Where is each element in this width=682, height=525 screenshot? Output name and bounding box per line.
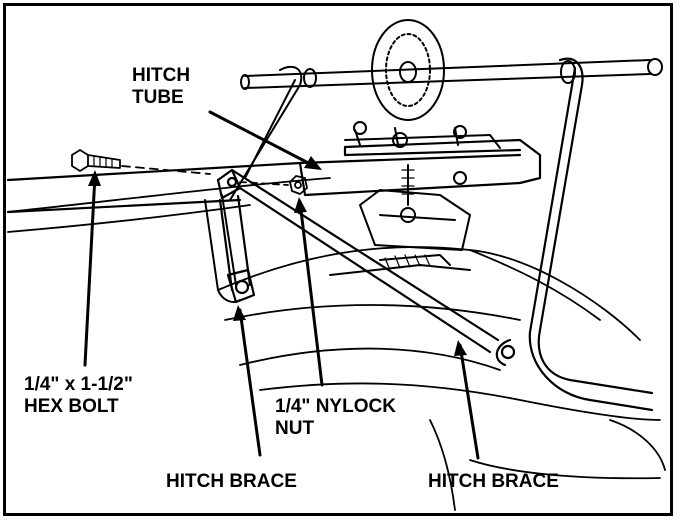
label-hitch-brace-left: HITCH BRACE xyxy=(166,471,297,492)
mower-body xyxy=(7,177,666,511)
label-hex-bolt-line2: HEX BOLT xyxy=(24,396,119,417)
hitch-bracket xyxy=(329,164,471,276)
hitch-brace-vertical xyxy=(218,194,256,304)
label-hitch-tube: HITCH TUBE xyxy=(132,65,190,109)
nylock-nut xyxy=(239,175,308,195)
label-hex-bolt-line1: 1/4" x 1-1/2" xyxy=(24,374,133,395)
rear-upright xyxy=(495,57,654,412)
left-upright xyxy=(204,65,303,303)
mounting-plate xyxy=(344,121,501,185)
hitch-tube xyxy=(6,138,542,214)
hex-bolt xyxy=(71,149,211,175)
label-hitch-tube-line1: HITCH xyxy=(132,65,191,86)
hitch-brace-diagonal xyxy=(216,168,500,354)
diagram-border xyxy=(3,3,673,516)
leader-lines xyxy=(83,110,480,460)
label-hitch-tube-line2: TUBE xyxy=(132,87,184,108)
label-nylock-nut-line2: NUT xyxy=(275,418,315,439)
label-hex-bolt: 1/4" x 1-1/2" HEX BOLT xyxy=(24,374,133,418)
label-nylock-nut-line1: 1/4" NYLOCK xyxy=(275,396,396,417)
label-hitch-brace-right: HITCH BRACE xyxy=(428,471,559,492)
label-nylock-nut: 1/4" NYLOCK NUT xyxy=(275,396,396,440)
axle-rod xyxy=(240,19,663,121)
leader-arrowheads xyxy=(88,156,467,356)
